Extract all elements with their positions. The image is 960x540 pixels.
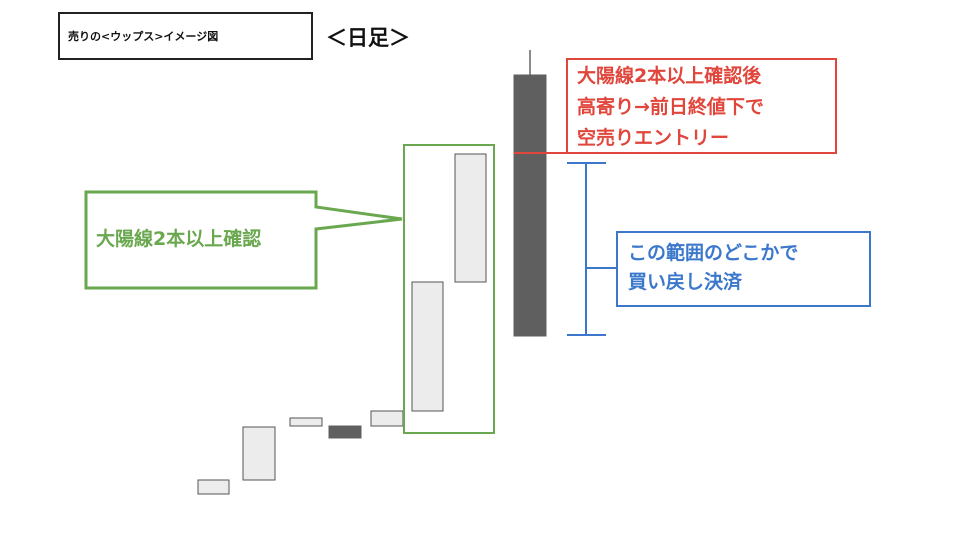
buyback-callout: この範囲のどこかで 買い戻し決済 — [616, 231, 871, 307]
bullish-highlight-box — [403, 144, 495, 434]
entry-callout-line: 高寄り→前日終値下で — [577, 96, 764, 118]
green-callout-bubble — [84, 190, 403, 290]
entry-callout: 大陽線2本以上確認後 高寄り→前日終値下で 空売りエントリー — [566, 58, 837, 154]
timeframe-label: ＜日足＞ — [326, 26, 410, 50]
buyback-callout-line: この範囲のどこかで — [628, 242, 799, 264]
bearish-entry-candle — [513, 74, 547, 337]
candle-bullish — [370, 410, 404, 427]
buyback-callout-line: 買い戻し決済 — [628, 271, 743, 293]
entry-callout-line: 大陽線2本以上確認後 — [577, 65, 762, 87]
entry-callout-line: 空売りエントリー — [577, 127, 730, 149]
candle-bearish — [328, 425, 362, 439]
big-bullish-candle-1 — [411, 281, 444, 412]
candle-bullish — [289, 417, 323, 427]
title-text: 売りの<ウップス>イメージ図 — [68, 30, 219, 43]
big-bullish-candle-2 — [454, 153, 487, 283]
title-box: 売りの<ウップス>イメージ図 — [58, 12, 313, 60]
candle-bullish — [242, 426, 276, 481]
green-callout-text: 大陽線2本以上確認 — [96, 228, 262, 250]
candle-bullish — [197, 479, 230, 495]
